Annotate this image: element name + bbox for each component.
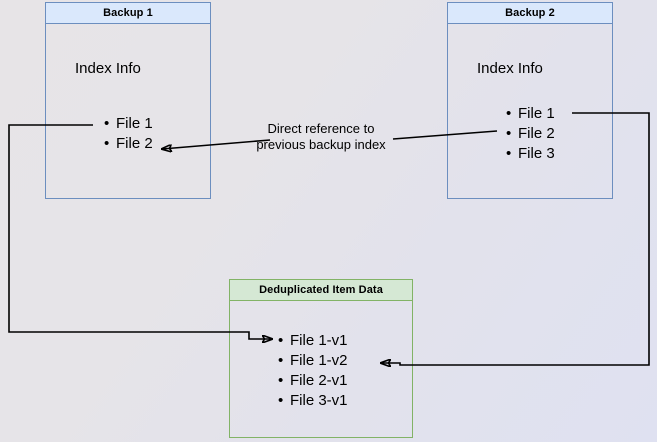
- backup-2-header: Backup 2: [447, 2, 613, 24]
- backup-1-file-item: File 1: [104, 114, 153, 134]
- deduplicated-item-data-box[interactable]: Deduplicated Item Data File 1-v1File 1-v…: [229, 279, 413, 438]
- deduplicated-file-item: File 3-v1: [278, 391, 347, 411]
- backup-2-title: Backup 2: [505, 6, 555, 19]
- backup-2-file-item: File 2: [506, 124, 555, 144]
- backup-1-index-info-label: Index Info: [75, 60, 141, 77]
- backup-2-file-item: File 1: [506, 104, 555, 124]
- backup-1-header: Backup 1: [45, 2, 211, 24]
- deduplicated-file-item: File 1-v2: [278, 351, 347, 371]
- deduplicated-file-item: File 1-v1: [278, 331, 347, 351]
- backup-1-file-item: File 2: [104, 134, 153, 154]
- backup-2-box[interactable]: Backup 2 Index Info File 1File 2File 3: [447, 2, 613, 199]
- backup-2-file-item: File 3: [506, 144, 555, 164]
- deduplicated-item-data-header: Deduplicated Item Data: [229, 279, 413, 301]
- backup-2-index-info-label: Index Info: [477, 60, 543, 77]
- backup-2-file-list: File 1File 2File 3: [504, 104, 555, 164]
- backup-1-file-list: File 1File 2: [102, 114, 153, 154]
- backup-1-title: Backup 1: [103, 6, 153, 19]
- direct-reference-edge-label: Direct reference to previous backup inde…: [256, 121, 386, 152]
- deduplicated-file-list: File 1-v1File 1-v2File 2-v1File 3-v1: [276, 331, 347, 411]
- deduplicated-file-item: File 2-v1: [278, 371, 347, 391]
- deduplicated-item-data-title: Deduplicated Item Data: [259, 283, 383, 296]
- backup-1-box[interactable]: Backup 1 Index Info File 1File 2: [45, 2, 211, 199]
